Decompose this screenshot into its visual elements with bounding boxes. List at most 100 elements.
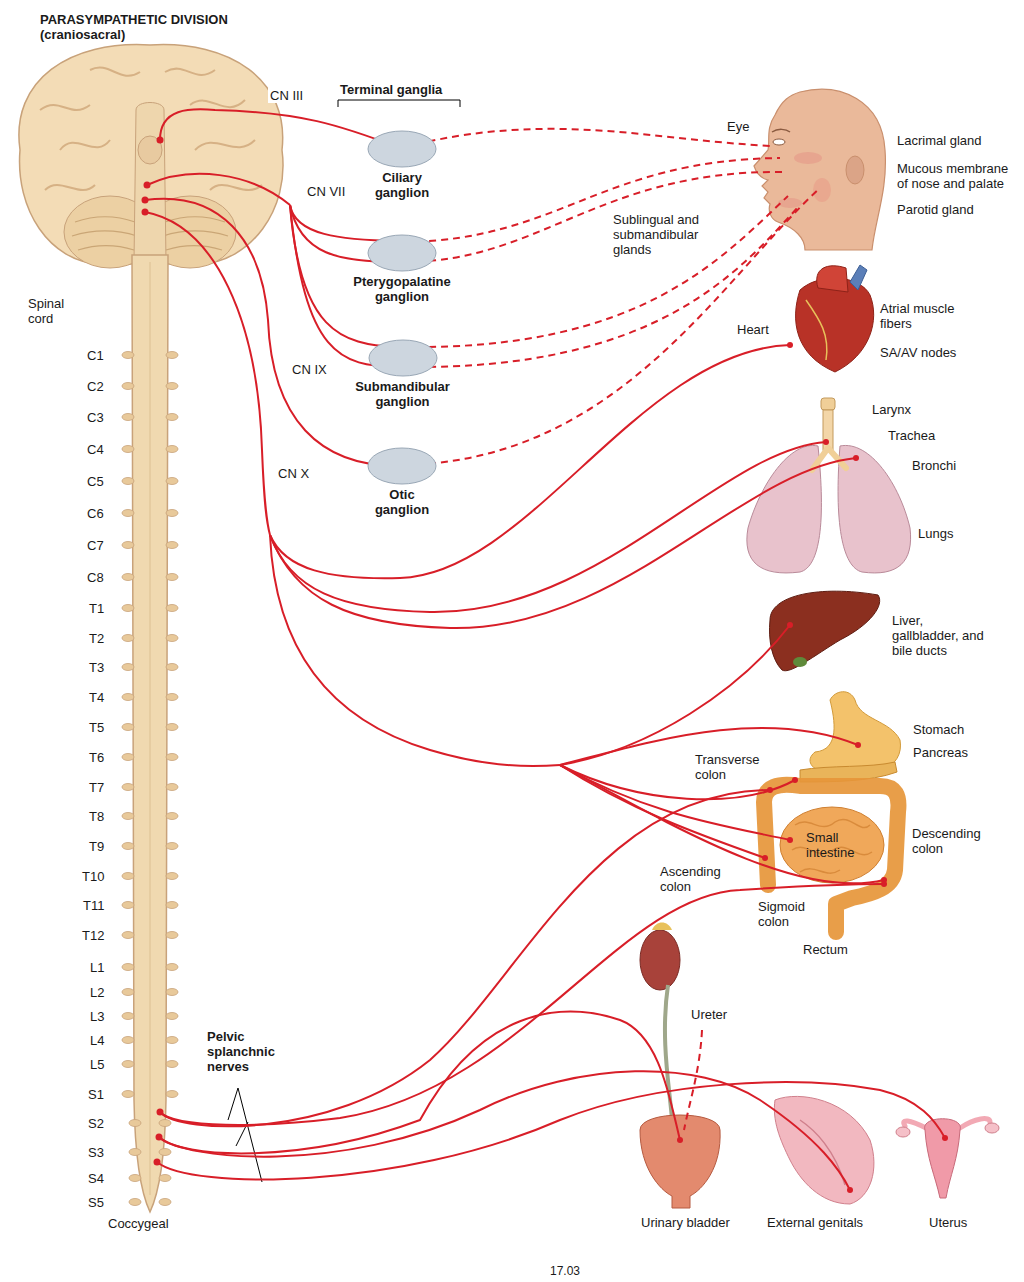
organ-label: Lungs [918,526,953,541]
spinal-nerve-roots [166,843,178,850]
group-heading: Terminal ganglia [340,82,442,97]
synapse-dots [855,742,861,748]
postganglionic-fibers [684,1030,702,1130]
spinal-nerve-roots [122,932,134,939]
vertebral-level-label: T1 [89,601,104,616]
preganglionic-fibers [270,442,826,612]
head [772,129,790,132]
spinal-nerve-roots [166,605,178,612]
spinal-nerve-roots [166,902,178,909]
organ-label: Trachea [888,428,935,443]
lungs [821,398,835,410]
vertebral-level-label: T5 [89,720,104,735]
spinal-nerve-roots [166,932,178,939]
synapse-dots [142,209,149,216]
spinal-nerve-roots [122,352,178,1206]
vertebral-level-label: S3 [88,1145,104,1160]
uterus [896,1127,910,1137]
synapse-dots [823,439,829,445]
intestines [792,819,872,873]
terminal-ganglia-bracket [338,100,460,107]
lungs [823,410,833,450]
spinal-nerve-roots [159,1199,171,1206]
spinal-nerve-roots [122,574,134,581]
spinal-nerve-roots [122,446,134,453]
organ-label: Sigmoid colon [758,899,818,929]
vertebral-level-label: L4 [90,1033,104,1048]
synapse-dots [942,1135,948,1141]
preganglionic-fibers [560,625,790,765]
spinal-nerve-roots [159,1120,171,1127]
spinal-nerve-roots [129,1175,141,1182]
organ-label: Descending colon [912,826,997,856]
ganglion-ellipse [367,234,437,272]
pelvic-leader-lines [228,1088,262,1182]
vertebral-level-label: C8 [87,570,104,585]
spinal-nerve-roots [122,352,134,359]
cranial-nerve-label: CN VII [305,184,347,199]
spinal-nerve-roots [166,989,178,996]
spinal-nerve-roots [122,964,134,971]
spinal-nerve-roots [166,813,178,820]
preganglionic-fibers [160,790,770,1126]
spinal-nerve-roots [122,724,134,731]
spinal-nerve-roots [122,1013,134,1020]
spinal-nerve-roots [122,1091,134,1098]
organ-label: Sublingual and submandibular glands [613,212,713,257]
organ-label: Small intestine [806,830,868,860]
spinal-nerve-roots [166,664,178,671]
spinal-nerve-roots [122,902,134,909]
vertebral-level-label: S1 [88,1087,104,1102]
heart [850,265,867,290]
organ-label: Ureter [691,1007,727,1022]
spinal-nerve-roots [129,1199,141,1206]
spinal-nerve-roots [122,754,134,761]
preganglionic-fibers [145,199,398,466]
vertebral-level-label: T7 [89,780,104,795]
preganglionic-fibers [560,765,884,883]
organ-label: Pancreas [913,745,968,760]
preganglionic-fibers [159,1071,850,1190]
lungs [838,445,911,572]
ganglion-node: Otic ganglion [365,447,439,519]
vertebral-level-label: C2 [87,379,104,394]
preganglionic-fibers [157,1082,945,1179]
synapse-dots [787,837,793,843]
spinal-nerve-roots [122,1061,134,1068]
synapse-dots [853,455,859,461]
preganglionic-fibers [290,205,398,241]
spinal-cord [150,262,151,1195]
structure-label: Spinal cord [28,296,88,326]
vertebral-level-label: T9 [89,839,104,854]
uterus [925,1119,961,1198]
vertebral-level-label: C3 [87,410,104,425]
preganglionic-fibers [145,212,270,535]
spinal-nerve-roots [122,694,134,701]
organ-label: Ascending colon [660,864,732,894]
postganglionic-fibers [405,172,782,262]
organ-label: Eye [727,119,749,134]
spinal-nerve-roots [159,1149,171,1156]
postganglionic-fibers [405,158,780,242]
vertebral-level-label: Coccygeal [108,1216,169,1231]
organ-label: Bronchi [912,458,956,473]
head [754,89,885,250]
organ-label: SA/AV nodes [880,345,956,360]
intestines [780,807,884,883]
spinal-nerve-roots [122,873,134,880]
vertebral-level-label: T3 [89,660,104,675]
organ-label: Uterus [929,1215,967,1230]
ganglion-ellipse [368,235,436,271]
synapse-dots [157,137,164,144]
organ-label: External genitals [767,1215,863,1230]
spinal-nerve-roots [166,1061,178,1068]
vertebral-level-label: C4 [87,442,104,457]
spinal-nerve-roots [166,542,178,549]
spinal-cord [132,255,168,1212]
synapse-dots [677,1137,683,1143]
postganglionic-fibers [405,129,772,147]
postganglionic-fibers [405,205,800,367]
external-genitals [774,1096,874,1204]
synapse-dots [156,1134,163,1141]
